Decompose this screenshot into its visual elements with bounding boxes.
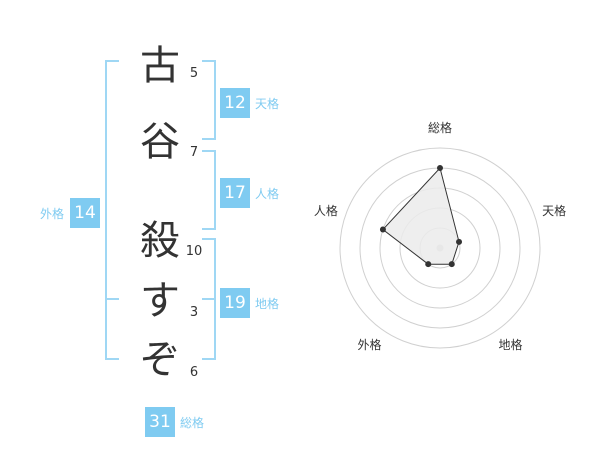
name-char-1: 古	[140, 43, 180, 89]
radar-axis-label-soukaku: 総格	[428, 121, 453, 135]
soukaku-badge: 31	[145, 407, 175, 437]
chikaku-badge: 19	[220, 288, 250, 318]
tenkaku-bracket	[202, 60, 216, 140]
radar-point-2	[448, 261, 455, 268]
stroke-count-1: 5	[189, 66, 199, 81]
radar-polygon	[382, 166, 460, 265]
stroke-count-2: 7	[189, 145, 199, 160]
radar-axis-label-tenkaku: 天格	[542, 203, 567, 218]
radar-point-4	[379, 226, 386, 233]
radar-point-1	[456, 238, 463, 245]
name-char-4: す	[140, 278, 180, 324]
radar-point-0	[437, 165, 443, 171]
radar-ring-5	[339, 147, 541, 349]
gaikaku-label: 外格	[40, 207, 65, 221]
radar-axis-label-jinkaku: 人格	[313, 203, 338, 218]
radar-point-3	[425, 261, 432, 268]
radar-axis-label-chikaku: 地格	[498, 338, 523, 353]
jinkaku-label: 人格	[255, 187, 280, 201]
gaikaku-bracket-middle-tick	[105, 298, 119, 300]
gaikaku-badge: 14	[70, 198, 100, 228]
name-char-2: 谷	[140, 119, 180, 165]
gaikaku-bracket	[105, 60, 119, 360]
jinkaku-badge: 17	[220, 178, 250, 208]
stroke-count-5: 6	[189, 365, 199, 380]
tenkaku-badge: 12	[220, 88, 250, 118]
name-char-3: 殺	[140, 218, 180, 264]
soukaku-label: 総格	[180, 416, 205, 430]
chikaku-label: 地格	[255, 297, 280, 311]
radar-axis-label-gaikaku: 外格	[357, 338, 382, 353]
jinkaku-bracket	[202, 150, 216, 230]
tenkaku-label: 天格	[255, 97, 280, 111]
name-char-5: ぞ	[140, 337, 180, 383]
stroke-count-3: 10	[185, 244, 203, 259]
chikaku-bracket-middle-tick	[202, 298, 216, 300]
stroke-count-4: 3	[189, 305, 199, 320]
